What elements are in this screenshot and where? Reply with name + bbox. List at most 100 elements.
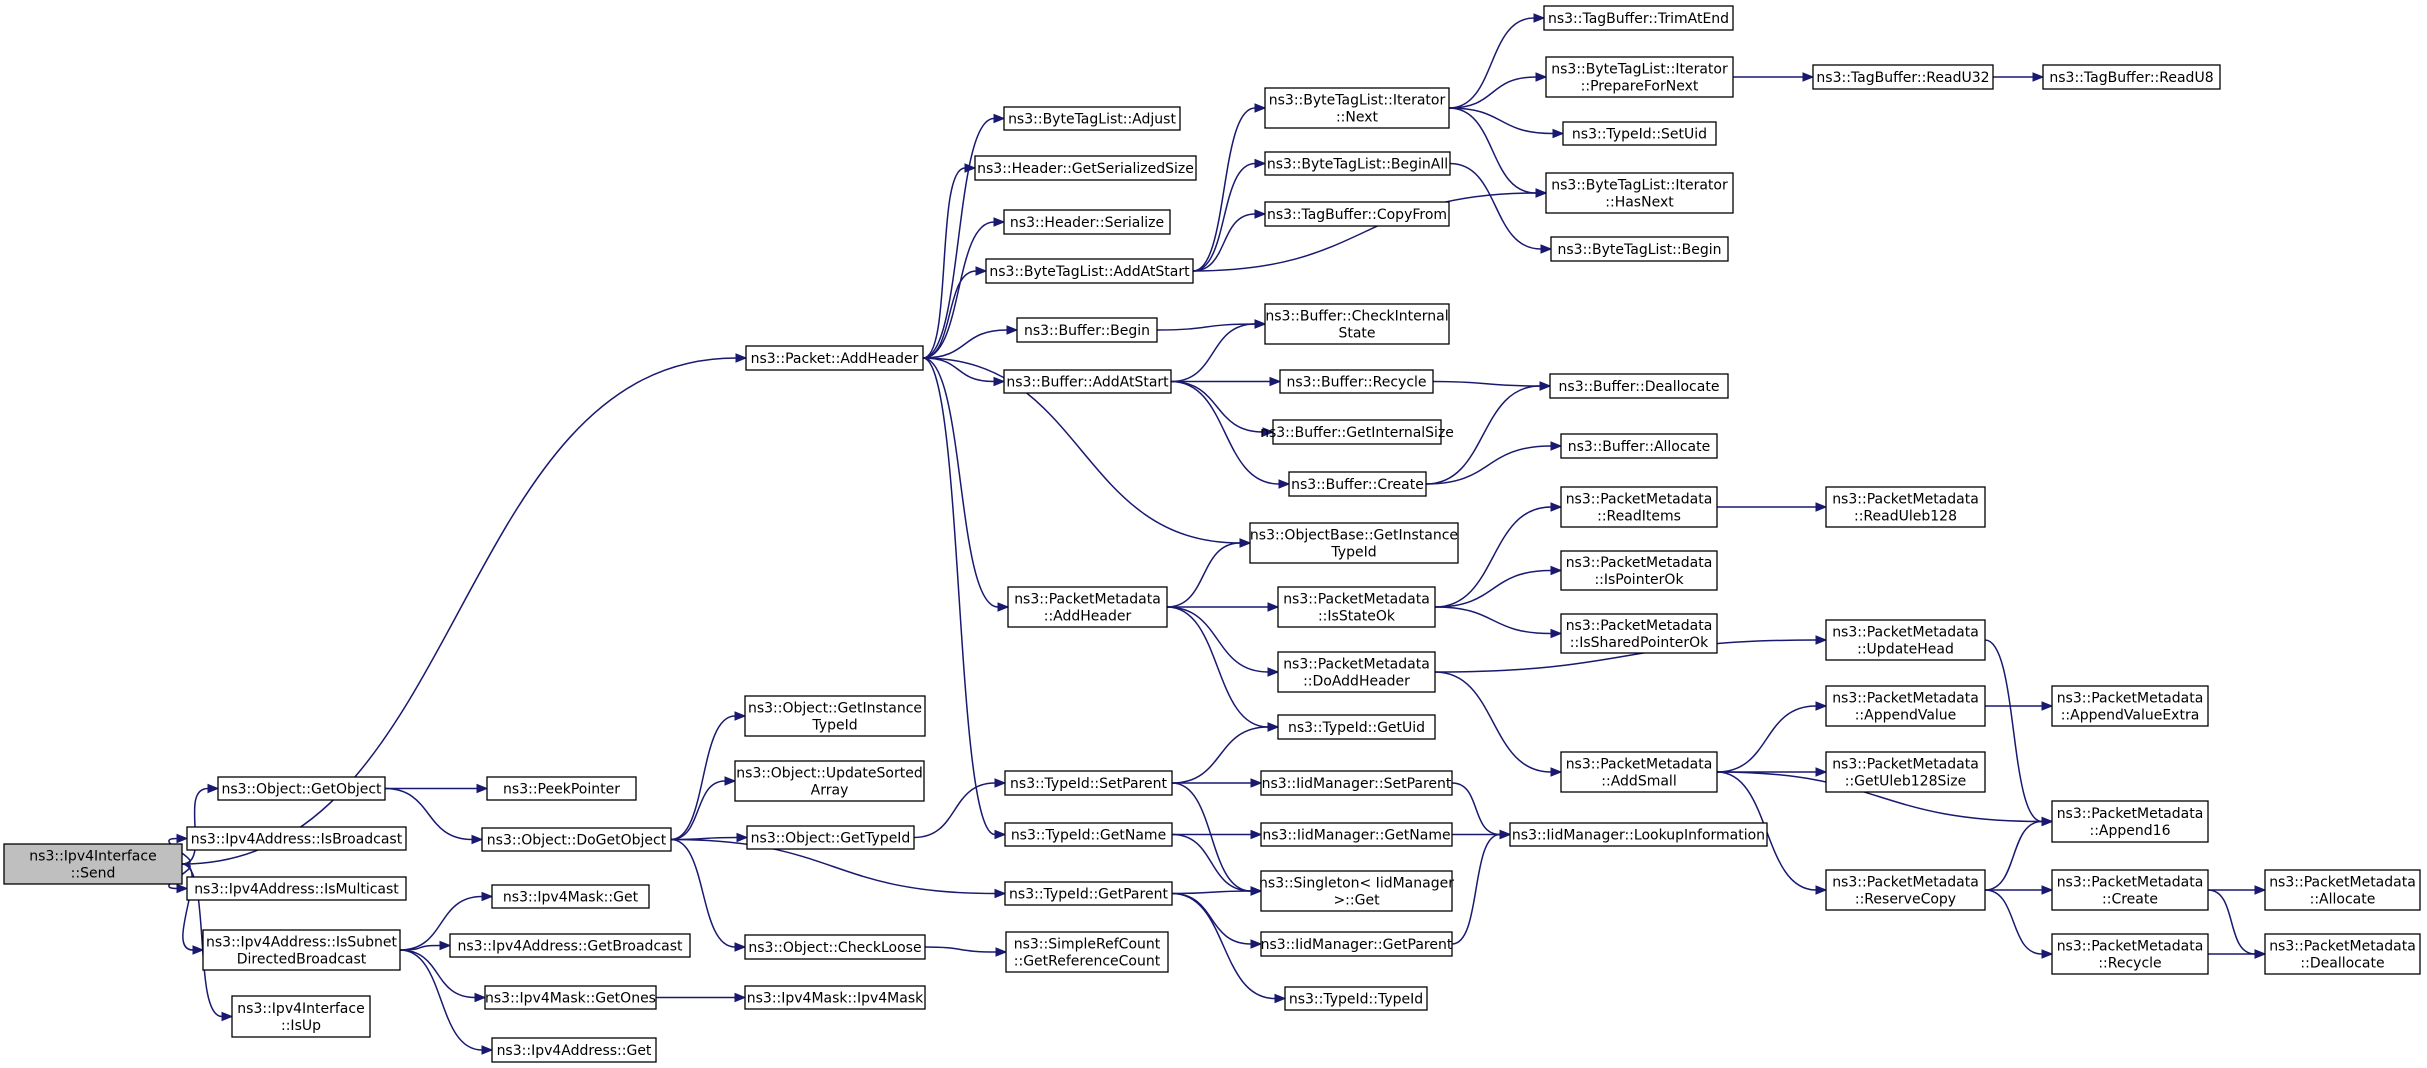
node-box <box>1005 931 1169 973</box>
node-objgettypeid[interactable]: ns3::Object::GetTypeId <box>746 825 915 850</box>
node-bufcreate[interactable]: ns3::Buffer::Create <box>1288 471 1427 497</box>
node-bufallocate[interactable]: ns3::Buffer::Allocate <box>1560 433 1718 459</box>
node-label: ns3::Object::DoGetObject <box>487 833 667 849</box>
node-box <box>985 258 1194 284</box>
node-getobject[interactable]: ns3::Object::GetObject <box>217 776 386 801</box>
edge-line <box>1432 380 1541 387</box>
node-bufrecycle[interactable]: ns3::Buffer::Recycle <box>1279 369 1434 394</box>
node-isup[interactable]: ns3::Ipv4Interface::IsUp <box>231 995 371 1038</box>
node-updatehead[interactable]: ns3::PacketMetadata::UpdateHead <box>1825 619 1986 661</box>
node-bytetagbegin[interactable]: ns3::ByteTagList::Begin <box>1550 236 1729 262</box>
node-typeidctor[interactable]: ns3::TypeId::TypeId <box>1284 986 1428 1011</box>
node-iidgetparent[interactable]: ns3::IidManager::GetParent <box>1260 931 1453 957</box>
node-bytetagadjust[interactable]: ns3::ByteTagList::Adjust <box>1003 106 1181 131</box>
node-getrefcount[interactable]: ns3::SimpleRefCount::GetReferenceCount <box>1005 931 1169 973</box>
node-setuid[interactable]: ns3::TypeId::SetUid <box>1562 121 1717 146</box>
node-ipv4maskctor[interactable]: ns3::Ipv4Mask::Ipv4Mask <box>744 985 926 1010</box>
node-ispointerok[interactable]: ns3::PacketMetadata::IsPointerOk <box>1560 550 1718 591</box>
node-ismulticast[interactable]: ns3::Ipv4Address::IsMulticast <box>186 876 407 901</box>
node-getinternalsize[interactable]: ns3::Buffer::GetInternalSize <box>1260 419 1454 445</box>
node-copyfrom[interactable]: ns3::TagBuffer::CopyFrom <box>1264 201 1450 227</box>
node-iidgetname[interactable]: ns3::IidManager::GetName <box>1260 822 1453 847</box>
edge-doaddheader-to-addsmall <box>1434 671 1563 777</box>
node-pmaddheader[interactable]: ns3::PacketMetadata::AddHeader <box>1007 586 1168 628</box>
node-addatstart[interactable]: ns3::ByteTagList::AddAtStart <box>985 258 1194 284</box>
node-headerserialsize[interactable]: ns3::Header::GetSerializedSize <box>974 155 1197 181</box>
edge-iternext-to-trimatend <box>1448 13 1546 109</box>
node-box <box>1004 770 1173 796</box>
arrow-head <box>1550 565 1563 576</box>
node-iternext[interactable]: ns3::ByteTagList::Iterator::Next <box>1264 87 1450 129</box>
arrow-head <box>994 829 1007 840</box>
node-pmcreate[interactable]: ns3::PacketMetadata::Create <box>2051 869 2209 911</box>
node-pmdeallocate[interactable]: ns3::PacketMetadata::Deallocate <box>2264 933 2421 975</box>
node-getuid[interactable]: ns3::TypeId::GetUid <box>1277 714 1436 740</box>
node-addsmall[interactable]: ns3::PacketMetadata::AddSmall <box>1560 751 1718 793</box>
node-pmallocate[interactable]: ns3::PacketMetadata::Allocate <box>2264 869 2421 911</box>
arrow-head <box>476 783 489 794</box>
node-iidsetparent[interactable]: ns3::IidManager::SetParent <box>1260 770 1453 796</box>
node-label: ns3::TypeId::GetName <box>1011 828 1166 844</box>
node-box <box>1003 106 1181 131</box>
node-readu8[interactable]: ns3::TagBuffer::ReadU8 <box>2042 64 2221 90</box>
node-setparent[interactable]: ns3::TypeId::SetParent <box>1004 770 1173 796</box>
node-label: ::IsStateOk <box>1318 609 1396 625</box>
node-issubnet[interactable]: ns3::Ipv4Address::IsSubnetDirectedBroadc… <box>202 929 401 971</box>
node-getname[interactable]: ns3::TypeId::GetName <box>1004 822 1173 847</box>
node-reservecopy[interactable]: ns3::PacketMetadata::ReserveCopy <box>1825 869 1986 911</box>
node-singletonget[interactable]: ns3::Singleton< IidManager>::Get <box>1259 870 1454 912</box>
node-getones[interactable]: ns3::Ipv4Mask::GetOnes <box>484 985 657 1010</box>
node-getuleb[interactable]: ns3::PacketMetadata::GetUleb128Size <box>1825 751 1986 793</box>
edge-addatstart-to-beginall <box>1192 158 1267 272</box>
node-lookupinfo[interactable]: ns3::IidManager::LookupInformation <box>1509 822 1768 847</box>
node-label: ns3::Buffer::AddAtStart <box>1006 375 1169 391</box>
node-appendvalueextra[interactable]: ns3::PacketMetadata::AppendValueExtra <box>2051 685 2209 727</box>
edge-pmaddheader-to-getuid <box>1166 606 1280 732</box>
node-getbroadcast[interactable]: ns3::Ipv4Address::GetBroadcast <box>449 933 691 958</box>
node-trimatend[interactable]: ns3::TagBuffer::TrimAtEnd <box>1543 5 1734 31</box>
edge-pmcreate-to-pmallocate <box>2208 885 2267 895</box>
node-headerserialize[interactable]: ns3::Header::Serialize <box>1003 209 1171 235</box>
node-peekpointer[interactable]: ns3::PeekPointer <box>486 776 637 801</box>
node-append16[interactable]: ns3::PacketMetadata::Append16 <box>2051 800 2209 843</box>
node-label: ns3::TypeId::SetUid <box>1572 127 1707 143</box>
node-box <box>1825 685 1986 727</box>
node-bufdeallocate[interactable]: ns3::Buffer::Deallocate <box>1549 373 1729 399</box>
node-checkloose[interactable]: ns3::Object::CheckLoose <box>744 934 926 960</box>
node-maskget[interactable]: ns3::Ipv4Mask::Get <box>491 884 650 909</box>
node-bufferaddatstart[interactable]: ns3::Buffer::AddAtStart <box>1003 369 1172 394</box>
node-beginall[interactable]: ns3::ByteTagList::BeginAll <box>1264 151 1451 176</box>
node-dogetobject[interactable]: ns3::Object::DoGetObject <box>481 827 672 852</box>
arrow-head <box>1254 319 1267 329</box>
arrow-head <box>176 833 189 844</box>
node-isstateok[interactable]: ns3::PacketMetadata::IsStateOk <box>1277 586 1436 628</box>
edge-line <box>670 715 736 841</box>
node-preparefornext[interactable]: ns3::ByteTagList::Iterator::PrepareForNe… <box>1545 56 1734 98</box>
arrow-head <box>1815 701 1828 711</box>
node-readu32[interactable]: ns3::TagBuffer::ReadU32 <box>1812 64 1994 90</box>
node-readitems[interactable]: ns3::PacketMetadata::ReadItems <box>1560 486 1718 528</box>
arrow-head <box>1535 72 1548 82</box>
node-appendvalue[interactable]: ns3::PacketMetadata::AppendValue <box>1825 685 1986 727</box>
node-doaddheader[interactable]: ns3::PacketMetadata::DoAddHeader <box>1277 651 1436 693</box>
node-box <box>746 825 915 850</box>
node-issharedptrok[interactable]: ns3::PacketMetadata::IsSharedPointerOk <box>1560 613 1718 654</box>
node-hasnext[interactable]: ns3::ByteTagList::Iterator::HasNext <box>1545 172 1734 214</box>
node-getparent[interactable]: ns3::TypeId::GetParent <box>1004 881 1173 906</box>
arrow-head <box>1552 128 1565 139</box>
node-addrget[interactable]: ns3::Ipv4Address::Get <box>491 1037 657 1063</box>
edge-line <box>1170 323 1256 383</box>
node-label: ns3::PacketMetadata <box>1283 657 1430 673</box>
node-addheader[interactable]: ns3::Packet::AddHeader <box>745 345 924 371</box>
node-readuleb[interactable]: ns3::PacketMetadata::ReadUleb128 <box>1825 486 1986 528</box>
node-isbroadcast[interactable]: ns3::Ipv4Address::IsBroadcast <box>186 826 407 851</box>
node-send[interactable]: ns3::Ipv4Interface::Send <box>3 843 183 885</box>
edge-getparent-to-typeidctor <box>1171 892 1287 1004</box>
node-bufferbegin[interactable]: ns3::Buffer::Begin <box>1016 317 1158 343</box>
node-pmrecycle[interactable]: ns3::PacketMetadata::Recycle <box>2051 933 2209 975</box>
edge-line <box>1448 76 1537 109</box>
